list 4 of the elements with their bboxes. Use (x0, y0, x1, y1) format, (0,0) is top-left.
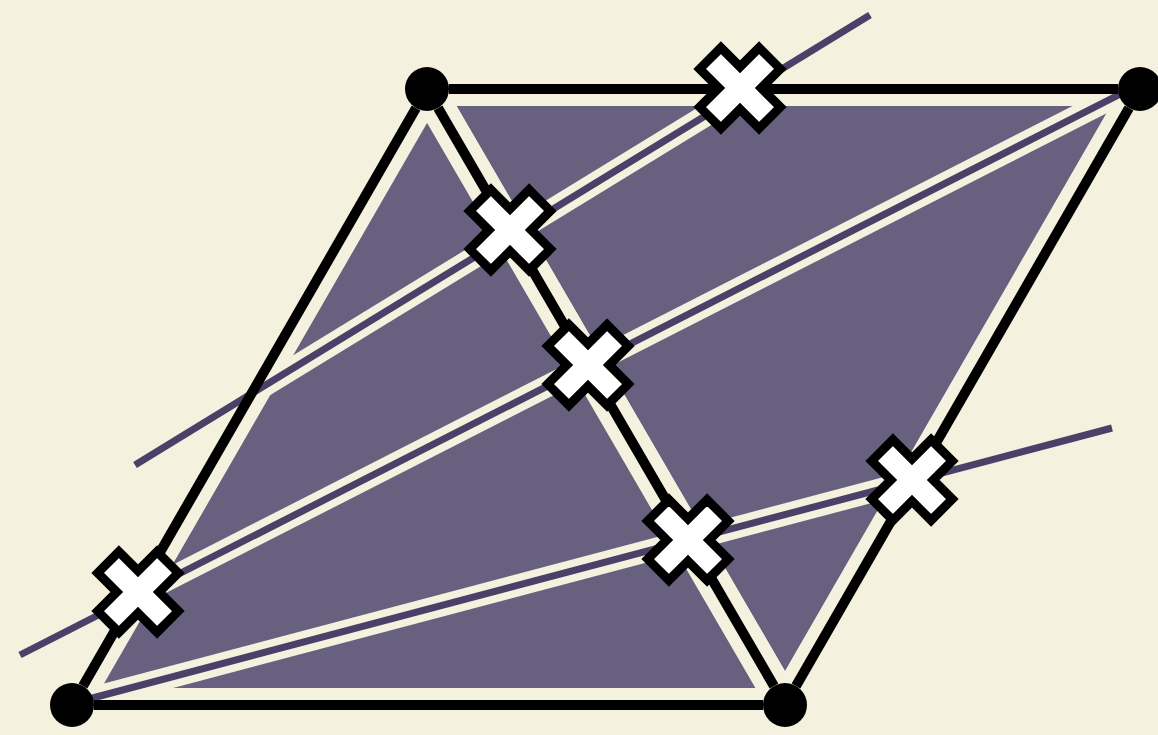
edge-line (78, 105, 421, 689)
edge-line (791, 105, 1134, 689)
edge-line (449, 84, 1118, 94)
edge-line (94, 700, 763, 710)
